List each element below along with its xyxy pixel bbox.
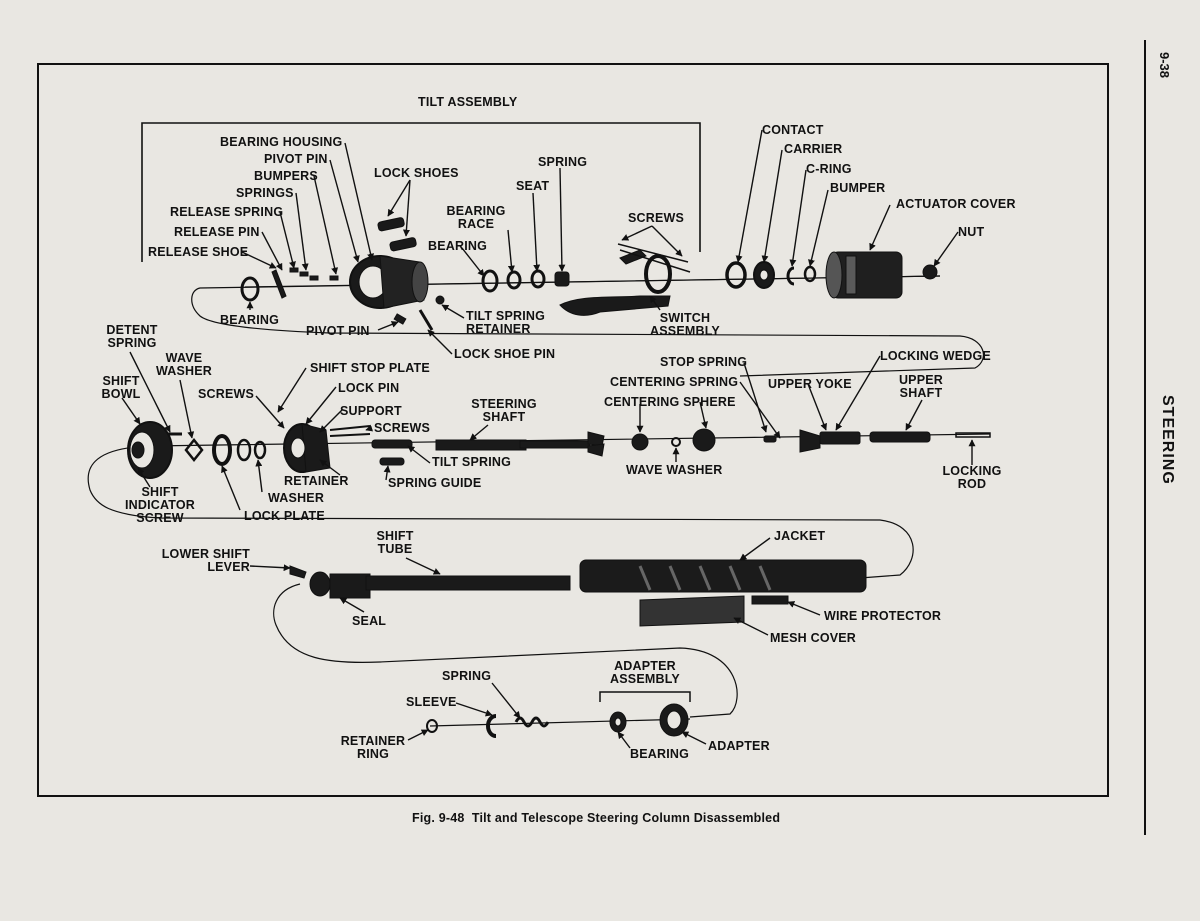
label-seat: SEAT xyxy=(516,179,550,193)
label-spring-guide: SPRING GUIDE xyxy=(388,476,482,490)
label-retainer-ring: RETAINER RING xyxy=(340,734,406,761)
label-lock-plate: LOCK PLATE xyxy=(244,509,325,523)
label-washer: WASHER xyxy=(268,491,325,505)
label-nut: NUT xyxy=(958,225,985,239)
label-spring-top: SPRING xyxy=(538,155,588,169)
label-locking-wedge: LOCKING WEDGE xyxy=(880,349,991,363)
flow-loop-1 xyxy=(191,275,984,377)
label-actuator-cover: ACTUATOR COVER xyxy=(896,197,1016,211)
label-wave-washer-left: WAVE WASHER xyxy=(155,351,213,378)
label-carrier: CARRIER xyxy=(784,142,843,156)
label-bearing-left: BEARING xyxy=(220,313,280,327)
figure-caption: Fig. 9-48 Tilt and Telescope Steering Co… xyxy=(412,811,781,825)
flow-loop-2 xyxy=(87,433,991,579)
label-shift-tube: SHIFT TUBE xyxy=(376,529,414,556)
label-support: SUPPORT xyxy=(340,404,402,418)
label-steering-shaft: STEERING SHAFT xyxy=(471,397,537,424)
label-stop-spring: STOP SPRING xyxy=(660,355,748,369)
label-tilt-assembly: TILT ASSEMBLY xyxy=(418,95,518,109)
label-sleeve: SLEEVE xyxy=(406,695,457,709)
flow-loop-3 xyxy=(273,583,738,718)
label-shift-stop-plate: SHIFT STOP PLATE xyxy=(310,361,430,375)
label-locking-rod: LOCKING ROD xyxy=(942,464,1002,491)
label-upper-yoke: UPPER YOKE xyxy=(768,377,852,391)
label-wave-washer-right: WAVE WASHER xyxy=(626,463,723,477)
label-bumper: BUMPER xyxy=(830,181,886,195)
label-spring-bottom: SPRING xyxy=(442,669,492,683)
label-c-ring: C-RING xyxy=(806,162,852,176)
label-pivot-pin-top: PIVOT PIN xyxy=(264,152,328,166)
adapter-row-parts xyxy=(426,703,689,738)
label-adapter: ADAPTER xyxy=(708,739,770,753)
leader-lines xyxy=(121,129,976,749)
label-wire-protector: WIRE PROTECTOR xyxy=(824,609,942,623)
label-bearing-mid: BEARING xyxy=(428,239,488,253)
axis-bottom xyxy=(429,718,691,727)
label-release-spring: RELEASE SPRING xyxy=(170,205,284,219)
adapter-assembly-bracket xyxy=(599,691,691,702)
page-number: 9-38 xyxy=(1157,52,1172,79)
label-jacket: JACKET xyxy=(774,529,826,543)
label-upper-shaft: UPPER SHAFT xyxy=(898,373,944,400)
label-contact: CONTACT xyxy=(762,123,824,137)
diagram-frame xyxy=(37,63,1109,797)
label-bearing-race: BEARING RACE xyxy=(446,204,506,231)
label-tilt-spring-retainer: TILT SPRING RETAINER xyxy=(466,309,546,336)
label-screws-mid: SCREWS xyxy=(374,421,431,435)
label-switch-assembly: SWITCH ASSEMBLY xyxy=(650,311,720,338)
label-screws-top: SCREWS xyxy=(628,211,685,225)
label-adapter-assembly: ADAPTER ASSEMBLY xyxy=(610,659,680,686)
label-lock-pin: LOCK PIN xyxy=(338,381,400,395)
label-pivot-pin-bottom: PIVOT PIN xyxy=(306,324,370,338)
label-retainer: RETAINER xyxy=(284,474,349,488)
tilt-assembly-bracket xyxy=(141,122,701,262)
label-tilt-spring: TILT SPRING xyxy=(432,455,512,469)
label-lock-shoes: LOCK SHOES xyxy=(374,166,459,180)
label-lower-shift-lever: LOWER SHIFT LEVER xyxy=(161,547,250,574)
shaft-row-parts xyxy=(127,421,991,479)
label-shift-indicator-screw: SHIFT INDICATOR SCREW xyxy=(124,485,196,525)
label-screws-left: SCREWS xyxy=(198,387,255,401)
tube-row-parts xyxy=(289,559,867,627)
label-detent-spring: DETENT SPRING xyxy=(106,323,158,350)
label-seal: SEAL xyxy=(352,614,387,628)
label-bearing-bottom: BEARING xyxy=(630,747,690,761)
label-release-pin: RELEASE PIN xyxy=(174,225,260,239)
section-title: STEERING xyxy=(1159,395,1176,485)
label-bumpers: BUMPERS xyxy=(254,169,318,183)
label-springs: SPRINGS xyxy=(236,186,294,200)
label-shift-bowl: SHIFT BOWL xyxy=(101,374,141,401)
tilt-row-parts xyxy=(240,217,938,331)
label-release-shoe: RELEASE SHOE xyxy=(148,245,249,259)
label-centering-sphere: CENTERING SPHERE xyxy=(604,395,736,409)
label-mesh-cover: MESH COVER xyxy=(770,631,857,645)
label-centering-spring: CENTERING SPRING xyxy=(610,375,739,389)
label-lock-shoe-pin: LOCK SHOE PIN xyxy=(454,347,556,361)
label-bearing-housing: BEARING HOUSING xyxy=(220,135,343,149)
